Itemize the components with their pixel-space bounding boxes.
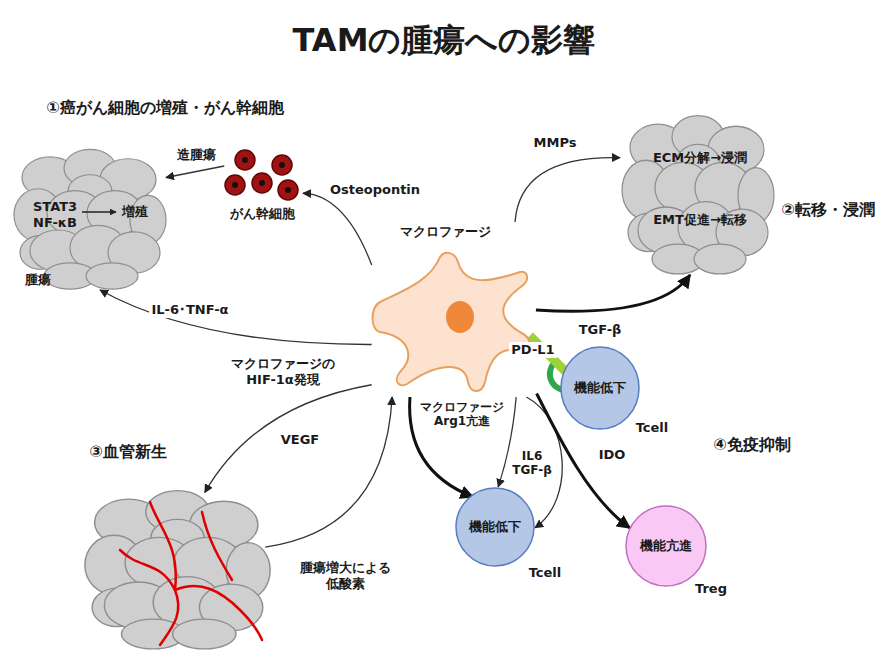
macrophage-nucleus	[446, 301, 474, 333]
cell-circle	[626, 506, 706, 586]
edge-label: Osteopontin	[328, 182, 422, 198]
t-cell: 機能低下Tcell	[455, 487, 535, 567]
stem-cell	[235, 150, 255, 170]
blood-vessel	[150, 502, 176, 590]
edge-label: MMPs	[532, 135, 579, 151]
stem-cell	[272, 155, 292, 175]
connector	[303, 193, 372, 265]
node-text: マクロファージ	[400, 224, 491, 240]
edge-label: VEGF	[279, 432, 322, 448]
node-text: 腫瘍	[25, 272, 51, 288]
node-text: EMT促進→転移	[653, 212, 747, 228]
connector	[166, 166, 224, 178]
stem-cell	[278, 180, 298, 200]
node-text: Treg	[695, 581, 727, 597]
connector	[515, 158, 620, 222]
stem-cell	[252, 173, 272, 193]
section-heading: ②転移・浸潤	[779, 200, 877, 219]
node-text: 機能亢進	[640, 538, 692, 554]
node-shape	[370, 222, 540, 397]
edge-label: 造腫瘍	[175, 147, 218, 163]
node-text: ECM分解→浸潤	[653, 150, 747, 166]
node-shape	[80, 440, 275, 650]
connector	[265, 397, 392, 547]
edge-label: TGF-β	[577, 322, 624, 338]
edge-label: IL-6･TNF-α	[149, 302, 230, 318]
tumor-cluster	[85, 491, 270, 649]
edge-label: PD-L1	[509, 342, 556, 358]
edge-label: IL6 TGF-β	[509, 449, 556, 478]
stem-cells: がん幹細胞	[220, 150, 305, 230]
stem-cell-nucleus	[232, 182, 238, 188]
connector	[536, 275, 690, 311]
connector	[100, 290, 372, 345]
cell-circle	[456, 488, 534, 566]
stem-cell-nucleus	[242, 157, 248, 163]
blood-vessel	[120, 550, 178, 645]
tumor-cluster: STAT3 NF-κB 増殖腫瘍	[10, 140, 170, 290]
node-text: がん幹細胞	[230, 206, 295, 222]
note-label: マクロファージの HIF-1α発現	[228, 356, 339, 387]
node-text: ③血管新生	[89, 442, 167, 461]
section-heading: ④免疫抑制	[711, 435, 793, 454]
stem-cell-nucleus	[285, 187, 291, 193]
cell-circle	[561, 347, 639, 429]
blood-vessel	[175, 586, 262, 640]
tumor-cluster	[622, 116, 774, 274]
node-text: STAT3 NF-κB	[31, 199, 79, 230]
macrophage-body	[373, 253, 530, 391]
node-text: 機能低下	[469, 519, 521, 535]
node-text: Tcell	[636, 420, 669, 436]
note-label: マクロファージ Arg1亢進	[417, 400, 508, 429]
stem-cell-nucleus	[279, 162, 285, 168]
edge-label: 腫瘍増大による 低酸素	[296, 560, 394, 591]
edge-label: IDO	[597, 447, 628, 463]
connector	[205, 385, 372, 493]
node-shape	[618, 105, 778, 275]
diagram-title: TAMの腫瘍への影響	[293, 21, 596, 59]
tumor-cluster	[14, 149, 166, 289]
stem-cell	[225, 175, 245, 195]
treg-cell: 機能亢進Treg	[625, 505, 707, 587]
blood-vessel	[202, 512, 232, 580]
macrophage: マクロファージ	[370, 222, 540, 397]
node-text: Tcell	[529, 565, 562, 581]
arrow-mark	[82, 211, 116, 213]
section-heading: ①癌がん細胞の増殖・がん幹細胞	[44, 98, 286, 117]
node-text: 増殖	[122, 204, 148, 220]
stem-cell-nucleus	[259, 180, 265, 186]
tumor-cluster: ECM分解→浸潤 EMT促進→転移	[618, 105, 778, 275]
tumor-cluster: ③血管新生	[80, 440, 275, 650]
t-cell: 機能低下Tcell	[560, 346, 640, 430]
node-text: 機能低下	[574, 380, 626, 396]
